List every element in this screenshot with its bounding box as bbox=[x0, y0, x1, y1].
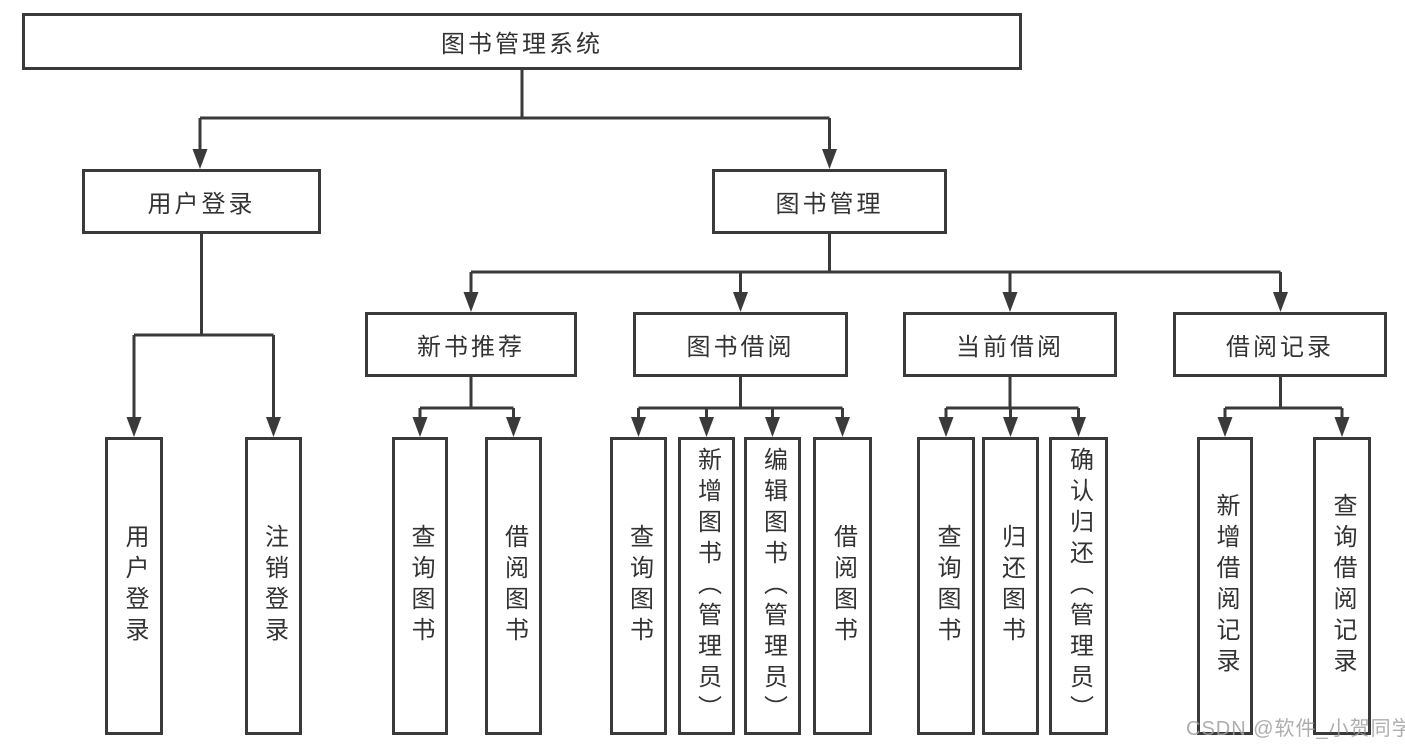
leaf-query-borrow-record: 查询借阅记录 bbox=[1313, 437, 1371, 735]
node-new-book-recommendation: 新书推荐 bbox=[365, 312, 577, 377]
leaf-query-books-borrowing: 查询图书 bbox=[610, 437, 667, 735]
leaf-add-borrow-record: 新增借阅记录 bbox=[1197, 437, 1253, 735]
node-label: 图书借阅 bbox=[686, 334, 795, 361]
leaf-label: 查询图书 bbox=[407, 524, 434, 648]
leaf-edit-books-admin: 编辑图书（管理员） bbox=[744, 437, 801, 735]
leaf-label: 借阅图书 bbox=[829, 524, 857, 648]
node-label: 图书管理系统 bbox=[441, 31, 603, 58]
node-label: 新书推荐 bbox=[417, 334, 525, 361]
leaf-borrow-books-recommend: 借阅图书 bbox=[485, 437, 542, 735]
node-library-management-system: 图书管理系统 bbox=[22, 13, 1022, 70]
leaf-label: 确认归还（管理员） bbox=[1065, 446, 1093, 726]
leaf-query-books-current: 查询图书 bbox=[917, 437, 975, 735]
node-label: 用户登录 bbox=[147, 191, 256, 218]
leaf-user-login: 用户登录 bbox=[105, 437, 163, 735]
arrowheads bbox=[126, 149, 1350, 437]
leaf-logout: 注销登录 bbox=[245, 437, 302, 735]
node-label: 当前借阅 bbox=[956, 334, 1064, 361]
leaf-confirm-return-admin: 确认归还（管理员） bbox=[1049, 437, 1108, 735]
leaf-label: 归还图书 bbox=[997, 524, 1025, 648]
leaf-label: 用户登录 bbox=[121, 524, 148, 648]
node-user-login-branch: 用户登录 bbox=[82, 169, 321, 234]
leaf-label: 新增借阅记录 bbox=[1212, 493, 1239, 679]
leaf-query-books-recommend: 查询图书 bbox=[392, 437, 448, 735]
node-book-management: 图书管理 bbox=[712, 169, 947, 234]
leaf-label: 注销登录 bbox=[260, 524, 288, 648]
leaf-label: 新增图书（管理员） bbox=[693, 446, 721, 726]
leaf-label: 编辑图书（管理员） bbox=[759, 446, 787, 726]
node-book-borrowing: 图书借阅 bbox=[633, 312, 848, 377]
leaf-label: 查询图书 bbox=[625, 524, 653, 648]
node-current-borrowing: 当前借阅 bbox=[903, 312, 1117, 377]
csdn-watermark: CSDN @软件_小贺同学 bbox=[1186, 718, 1405, 740]
node-label: 图书管理 bbox=[775, 191, 884, 218]
leaf-borrow-books-borrowing: 借阅图书 bbox=[813, 437, 872, 735]
leaf-return-books: 归还图书 bbox=[982, 437, 1039, 735]
leaf-add-books-admin: 新增图书（管理员） bbox=[678, 437, 735, 735]
leaf-label: 查询图书 bbox=[933, 524, 960, 648]
node-borrowing-records: 借阅记录 bbox=[1173, 312, 1387, 377]
leaf-label: 借阅图书 bbox=[500, 524, 528, 648]
leaf-label: 查询借阅记录 bbox=[1329, 493, 1356, 679]
node-label: 借阅记录 bbox=[1226, 334, 1334, 361]
